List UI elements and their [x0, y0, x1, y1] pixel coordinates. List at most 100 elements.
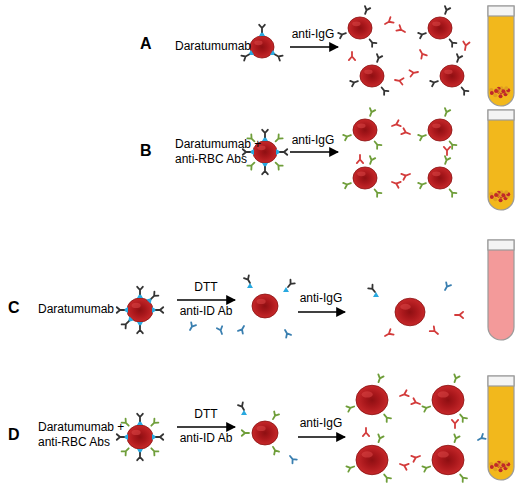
- antibody: [283, 329, 291, 338]
- antibody: [391, 120, 401, 129]
- antibody: [383, 17, 393, 27]
- antibody: [217, 326, 225, 335]
- process-arrow: [290, 151, 338, 152]
- antibody: [349, 52, 355, 60]
- antibody: [418, 30, 427, 38]
- test-tube: [488, 376, 514, 480]
- antibody: [458, 413, 467, 422]
- antibody: [343, 132, 352, 140]
- cell-highlight: [438, 451, 449, 457]
- cell-body: [353, 119, 377, 141]
- red-blood-cell: [353, 167, 377, 189]
- antibody: [271, 412, 279, 421]
- antibody: [418, 180, 427, 188]
- process-arrow: [177, 426, 235, 427]
- test-tube: [488, 110, 514, 210]
- red-blood-cell: [252, 421, 278, 445]
- red-blood-cell: [360, 65, 384, 87]
- antibody: [156, 434, 163, 440]
- antibody: [462, 41, 470, 50]
- antibody: [418, 132, 427, 140]
- antibody: [458, 473, 467, 482]
- panel-letter: D: [8, 427, 38, 442]
- cell-highlight: [432, 21, 440, 26]
- antibody: [452, 374, 460, 383]
- antibody: [367, 156, 375, 165]
- antibody: [149, 446, 158, 455]
- cell-highlight: [132, 430, 141, 435]
- antibody: [274, 161, 283, 170]
- cell-body: [432, 385, 464, 414]
- antibody: [362, 6, 370, 15]
- process-arrow: [298, 436, 345, 437]
- red-blood-cell: [428, 17, 452, 39]
- panel-letter: A: [140, 36, 170, 51]
- antibody: [374, 54, 382, 63]
- antibody: [442, 156, 450, 165]
- cell-body: [127, 425, 153, 449]
- antibody: [422, 464, 431, 472]
- cell-pellet: [501, 193, 505, 197]
- antibody: [391, 179, 401, 188]
- antibody: [274, 52, 283, 60]
- reagent-label: DTT: [176, 280, 236, 295]
- red-blood-cell: [440, 65, 464, 87]
- sample-label: Daratumumab + anti-RBC Abs: [175, 137, 267, 167]
- cell-pellet: [499, 468, 503, 472]
- cell-highlight: [400, 304, 411, 310]
- antibody: [122, 319, 131, 328]
- cell-highlight: [357, 123, 365, 128]
- antibody: [137, 326, 143, 333]
- cell-highlight: [257, 426, 266, 431]
- cell-highlight: [132, 303, 141, 308]
- cell-highlight: [257, 299, 266, 304]
- cell-highlight: [432, 171, 440, 176]
- reagent-label: anti-ID Ab: [176, 431, 236, 446]
- antibody: [447, 140, 456, 149]
- antibody: [447, 38, 456, 47]
- antibody: [274, 134, 283, 143]
- cell-highlight: [352, 21, 360, 26]
- cell-highlight: [444, 69, 452, 74]
- antibody: [238, 402, 246, 411]
- antibody: [382, 473, 391, 482]
- cell-pellet: [501, 463, 505, 467]
- cell-pellet: [504, 86, 508, 90]
- cell-pellet: [490, 91, 494, 95]
- antibody: [430, 78, 439, 86]
- antibody: [399, 390, 409, 399]
- cell-body: [440, 65, 464, 87]
- antibody: [430, 326, 440, 336]
- antibody: [452, 420, 458, 428]
- reagent-label: anti-IgG: [291, 416, 351, 431]
- antibody: [383, 329, 393, 339]
- red-blood-cell: [432, 385, 464, 414]
- antibody: [117, 434, 124, 440]
- test-tube: [488, 6, 514, 106]
- antibody: [401, 171, 411, 180]
- cell-pellet: [493, 467, 497, 471]
- cell-highlight: [438, 391, 449, 397]
- antibody: [271, 445, 279, 454]
- tube-top: [488, 110, 514, 120]
- cell-body: [432, 445, 464, 474]
- cell-body: [348, 17, 372, 39]
- cd38-antigen: [270, 50, 277, 58]
- antibody: [411, 453, 421, 462]
- antibody: [379, 86, 388, 95]
- antibody: [244, 275, 252, 284]
- antibody: [357, 155, 363, 163]
- red-blood-cell: [252, 294, 278, 318]
- cell-pellet: [494, 89, 498, 93]
- antibody: [382, 413, 391, 422]
- antibody: [241, 52, 250, 60]
- antibody: [247, 161, 256, 170]
- cell-pellet: [494, 463, 498, 467]
- antibody: [396, 25, 406, 35]
- cell-pellet: [504, 190, 508, 194]
- antibody: [343, 180, 352, 188]
- antibody: [259, 25, 265, 32]
- cell-pellet: [493, 197, 497, 201]
- red-blood-cell: [356, 445, 388, 474]
- cell-body: [252, 294, 278, 318]
